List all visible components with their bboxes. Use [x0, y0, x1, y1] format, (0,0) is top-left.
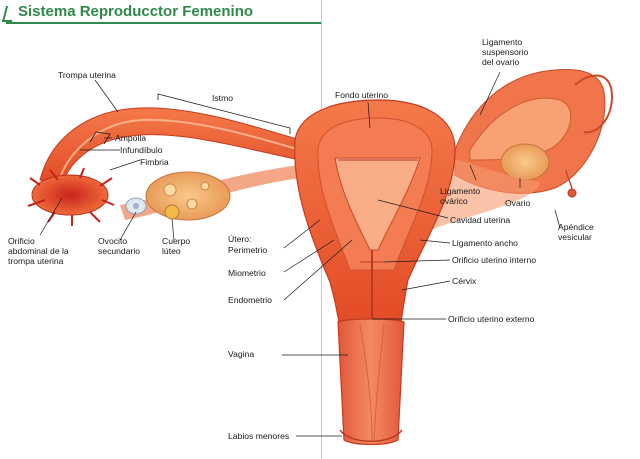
isthmus-bracket [157, 93, 291, 134]
label-trompa-uterina: Trompa uterina [58, 70, 116, 80]
label-perimetrio: Perimetrio [228, 245, 268, 255]
label-labios-menores: Labios menores [228, 431, 290, 441]
uterine-cavity-shape [334, 157, 421, 251]
label-endometrio: Endometrio [228, 295, 272, 305]
corpus-luteum-shape [164, 204, 180, 220]
label-ampolla: Ampolla [115, 133, 147, 143]
label-cuerpo-luteo: Cuerpo lúteo [162, 236, 191, 256]
label-ligamento-ancho: Ligamento ancho [452, 238, 518, 248]
label-miometrio: Miometrio [228, 268, 266, 278]
broad-ligament-shape [430, 150, 540, 230]
label-ligamento-ovarico: Ligamento ovárico [440, 186, 481, 206]
label-orificio-externo: Orificio uterino externo [448, 314, 535, 324]
vagina-shape [337, 318, 405, 446]
label-vagina: Vagina [228, 349, 255, 359]
leader-lines [39, 71, 561, 437]
title-underline [6, 22, 322, 24]
left-tube-lumen [59, 118, 301, 179]
page-title: Sistema Reproducctor Femenino [18, 3, 254, 20]
label-utero: Útero: [228, 234, 252, 244]
label-ligamento-suspensorio: Ligamento suspensorio del ovario [482, 37, 529, 67]
label-ovocito-secundario: Ovocito secundario [98, 236, 141, 256]
label-orificio-abdominal: Orificio abdominal de la trompa uterina [8, 236, 69, 266]
label-fimbria: Fimbria [140, 157, 169, 167]
right-fimbria-shape [574, 74, 614, 134]
left-fimbria-shape [27, 167, 115, 226]
label-cavidad-uterina: Cavidad uterina [450, 215, 511, 225]
ampulla-bracket [89, 131, 111, 145]
label-orificio-interno: Orificio uterino interno [452, 255, 537, 265]
right-ovary-shape [500, 143, 550, 181]
title-bar: Sistema Reproducctor Femenino [0, 0, 322, 24]
label-cervix: Cérvix [452, 276, 477, 286]
label-fondo-uterino: Fondo uterino [335, 90, 389, 100]
label-infundibulo: Infundíbulo [120, 145, 163, 155]
left-ovary-shape [145, 171, 231, 221]
label-apendice-vesicular: Apéndice vesicular [558, 222, 594, 242]
label-ovario: Ovario [505, 198, 531, 208]
label-istmo: Istmo [212, 93, 234, 103]
